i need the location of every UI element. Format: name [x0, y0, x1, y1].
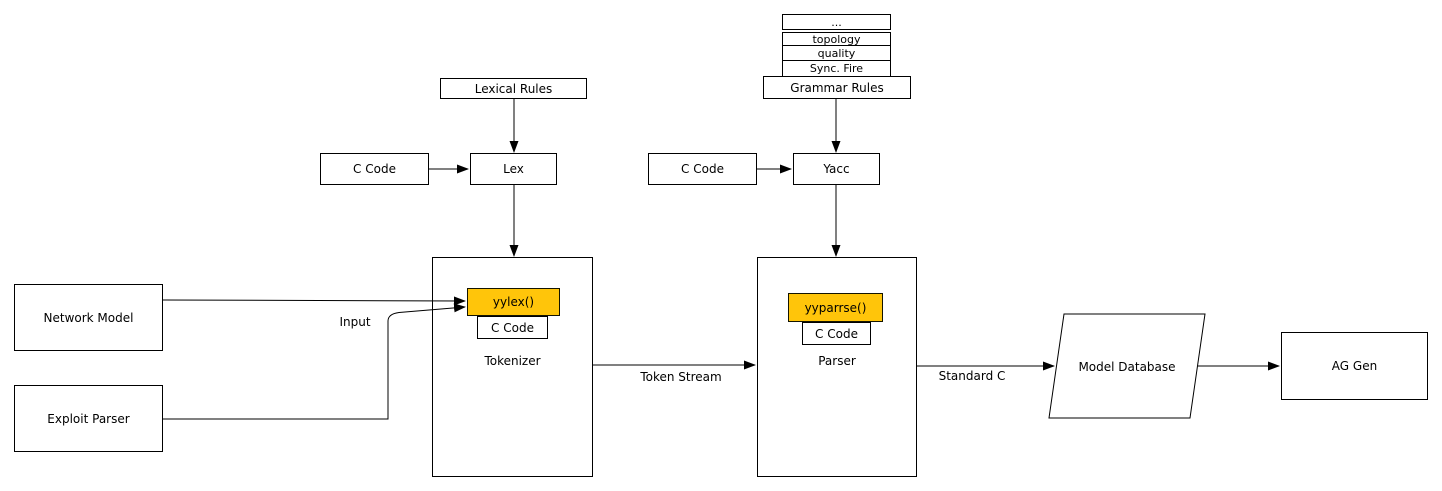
- node-ag-gen: AG Gen: [1281, 332, 1428, 400]
- stack-row-sync-fire-label: Sync. Fire: [809, 62, 864, 75]
- grammar-rules-label: Grammar Rules: [790, 80, 884, 95]
- node-parser-c-code: C Code: [802, 322, 871, 345]
- arrow-exploit-parser-to-yylex: [163, 303, 466, 419]
- stack-row-quality-label: quality: [817, 46, 856, 60]
- arrow-network-model-to-yylex: [163, 296, 466, 306]
- lex-label: Lex: [503, 162, 524, 176]
- node-exploit-parser: Exploit Parser: [14, 385, 163, 452]
- parser-label: Parser: [818, 354, 856, 368]
- yyparse-label: yyparrse(): [804, 300, 867, 315]
- node-lex: Lex: [470, 153, 557, 185]
- stack-row-topology-label: topology: [812, 32, 861, 46]
- edge-label-standard-c: Standard C: [938, 369, 1006, 383]
- node-lexical-rules: Lexical Rules: [440, 78, 587, 99]
- model-database-label: Model Database: [1078, 360, 1176, 374]
- edge-label-token-stream: Token Stream: [640, 370, 722, 384]
- stack-row-ellipsis-label: ...: [831, 15, 842, 29]
- node-tokenizer-c-code: C Code: [477, 316, 548, 339]
- node-grammar-rules: Grammar Rules: [763, 76, 911, 99]
- tokenizer-label: Tokenizer: [484, 354, 541, 368]
- node-network-model: Network Model: [14, 284, 163, 351]
- c-code-lex-input-label: C Code: [353, 162, 396, 176]
- node-yacc: Yacc: [793, 153, 880, 185]
- stack-row-sync-fire: Sync. Fire: [782, 60, 891, 77]
- stack-row-topology: topology: [782, 32, 891, 46]
- parser-c-code-label: C Code: [815, 326, 858, 341]
- stack-row-quality: quality: [782, 45, 891, 61]
- yacc-label: Yacc: [823, 162, 850, 176]
- node-tokenizer: Tokenizer: [432, 257, 593, 477]
- node-parser: Parser: [757, 257, 917, 477]
- node-yyparse: yyparrse(): [788, 293, 883, 322]
- tokenizer-c-code-label: C Code: [491, 320, 534, 335]
- edge-label-input: Input: [339, 315, 371, 329]
- node-yylex: yylex(): [467, 288, 560, 316]
- node-c-code-lex-input: C Code: [320, 153, 429, 185]
- model-database-shape: [1049, 314, 1205, 418]
- stack-row-ellipsis: ...: [782, 14, 891, 30]
- exploit-parser-label: Exploit Parser: [47, 411, 130, 426]
- ag-gen-label: AG Gen: [1331, 359, 1378, 373]
- yylex-label: yylex(): [492, 295, 535, 309]
- c-code-yacc-input-label: C Code: [681, 162, 724, 176]
- node-c-code-yacc-input: C Code: [648, 153, 757, 185]
- lexical-rules-label: Lexical Rules: [474, 81, 553, 96]
- network-model-label: Network Model: [43, 310, 134, 325]
